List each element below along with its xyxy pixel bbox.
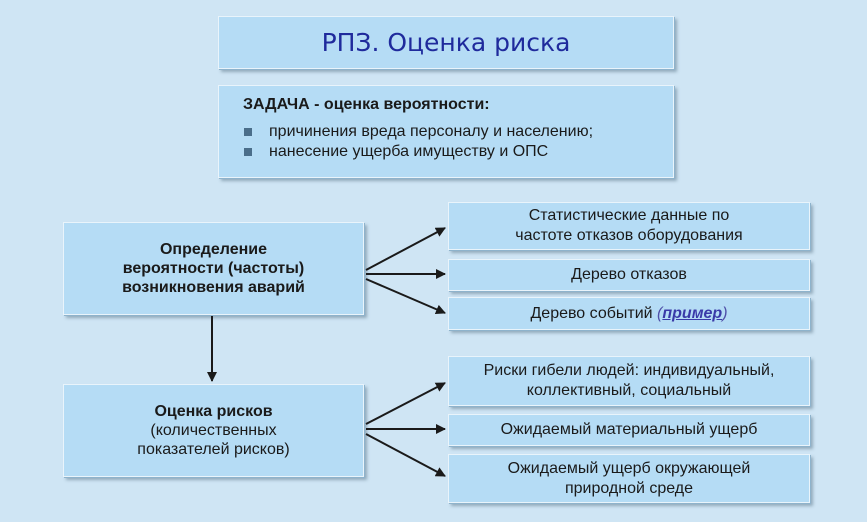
risk-line-1: Оценка рисков <box>154 403 273 420</box>
example-link[interactable]: пример <box>662 304 723 322</box>
task-item-label: нанесение ущерба имуществу и ОПС <box>269 143 549 160</box>
arrow-to-event-tree <box>365 278 446 315</box>
title-box: РПЗ. Оценка риска <box>218 16 674 69</box>
task-heading: ЗАДАЧА - оценка вероятности: <box>243 96 490 113</box>
death-risk-box: Риски гибели людей: индивидуальный, колл… <box>448 356 810 406</box>
example-link-wrapper: (пример) <box>657 304 728 322</box>
fault-tree-label: Дерево отказов <box>571 266 687 283</box>
task-item-label: причинения вреда персоналу и населению; <box>269 123 594 140</box>
environment-damage-box: Ожидаемый ущерб окружающей природной сре… <box>448 454 810 503</box>
death-risk-line-1: Риски гибели людей: индивидуальный, <box>483 362 775 379</box>
square-bullet-icon <box>244 128 252 136</box>
material-damage-label: Ожидаемый материальный ущерб <box>500 421 758 438</box>
probability-line-1: Определение <box>159 241 268 258</box>
probability-box: Определение вероятности (частоты) возник… <box>63 222 364 315</box>
arrow-to-environment <box>365 433 446 477</box>
environment-damage-line-1: Ожидаемый ущерб окружающей <box>507 459 751 477</box>
material-damage-box: Ожидаемый материальный ущерб <box>448 414 810 446</box>
task-item-harm: причинения вреда персоналу и населению; <box>243 122 673 142</box>
task-box: ЗАДАЧА - оценка вероятности: причинения … <box>218 85 674 178</box>
square-bullet-icon <box>244 148 252 156</box>
probability-line-3: возникновения аварий <box>122 279 305 296</box>
death-risk-line-2: коллективный, социальный <box>526 382 732 399</box>
task-list: причинения вреда персоналу и населению; … <box>243 122 673 162</box>
event-tree-row: Дерево событий (пример) <box>530 304 727 324</box>
risk-line-2: (количественных <box>150 422 277 439</box>
arrow-to-statistical <box>365 227 446 271</box>
page-title: РПЗ. Оценка риска <box>321 28 571 57</box>
statistical-line-2: частоте отказов оборудования <box>515 227 743 244</box>
risk-line-3: показателей рисков) <box>137 441 290 458</box>
statistical-line-1: Статистические данные по <box>528 207 730 224</box>
fault-tree-box: Дерево отказов <box>448 259 810 291</box>
risk-assessment-box: Оценка рисков (количественных показателе… <box>63 384 364 477</box>
event-tree-label: Дерево событий <box>530 304 653 322</box>
arrow-to-death-risk <box>365 382 446 425</box>
statistical-data-box: Статистические данные по частоте отказов… <box>448 202 810 250</box>
environment-damage-line-2: природной среде <box>564 479 694 497</box>
event-tree-box: Дерево событий (пример) <box>448 297 810 330</box>
task-item-damage: нанесение ущерба имуществу и ОПС <box>243 142 673 162</box>
probability-line-2: вероятности (частоты) <box>122 260 305 277</box>
